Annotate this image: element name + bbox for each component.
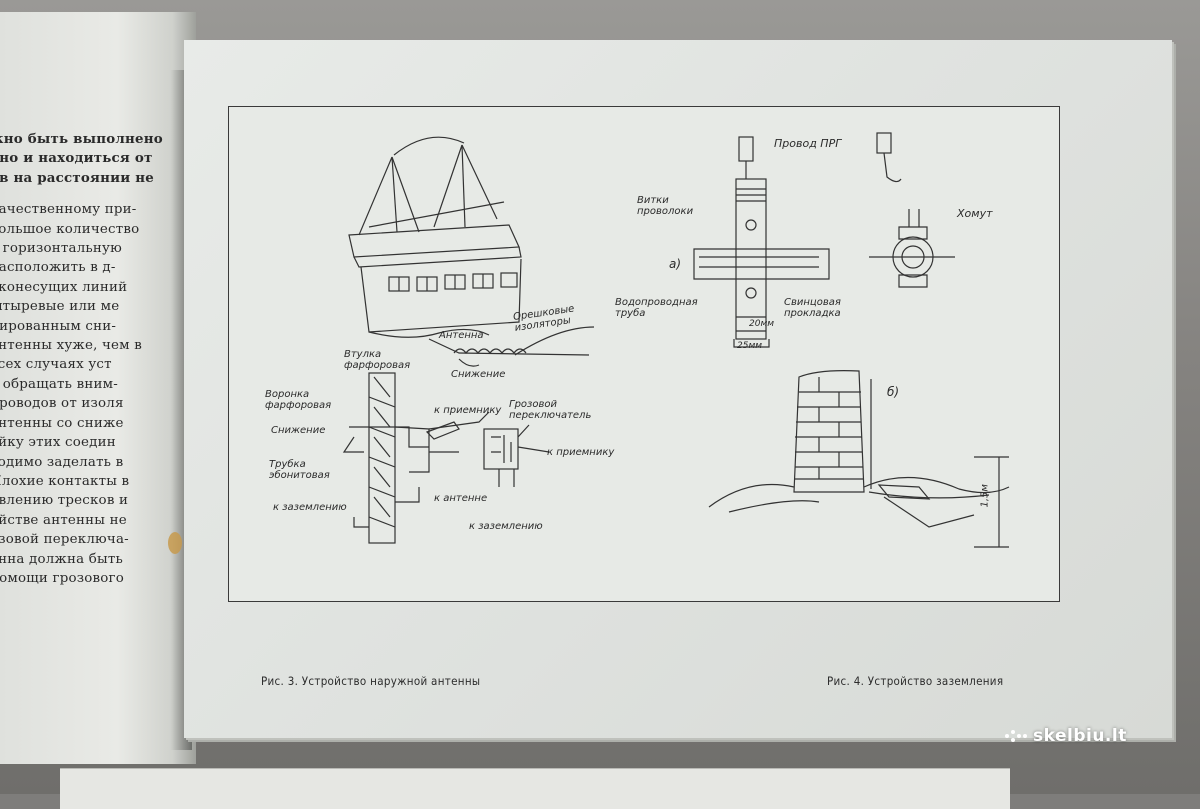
text-line: явлению тресков и <box>0 493 129 509</box>
bottom-sheet-edge <box>60 768 1010 809</box>
text-line: енна должна быть <box>0 551 123 567</box>
label-variant-a: а) <box>669 257 682 271</box>
watermark: skelbiu.lt <box>1005 726 1127 746</box>
label-porcelain-funnel: Воронка фарфоровая <box>265 389 332 411</box>
label-depth: 1,5м <box>979 484 991 508</box>
label-to-receiver: к приемнику <box>434 405 502 416</box>
label-to-ground-2: к заземлению <box>469 521 543 532</box>
text-line: расположить в д- <box>0 260 116 276</box>
text-line: а горизонтальную <box>0 241 122 257</box>
text-line: антенны со сниже <box>0 415 124 431</box>
text-line: жно быть выполнено <box>0 131 163 147</box>
ground-pipe-drawing <box>693 132 955 348</box>
text-line: всех случаях уст <box>0 357 112 373</box>
house-drawing <box>348 136 522 338</box>
insulator-chain <box>428 326 595 367</box>
text-line: помощи грозового <box>0 570 124 586</box>
label-to-receiver-2: к приемнику <box>547 447 615 458</box>
figure-frame: Орешковые изоляторы Антенна Снижение Вту… <box>228 106 1060 688</box>
left-page-text: жно быть выполнено ьно и находиться от о… <box>0 130 190 588</box>
text-line: ойстве антенны не <box>0 512 127 528</box>
text-line: оконесущих линий <box>0 279 128 295</box>
watermark-logo-icon <box>1005 728 1027 744</box>
label-dim-20: 20мм <box>749 319 775 329</box>
label-to-ground: к заземлению <box>273 502 347 513</box>
label-wire: Провод ПРГ <box>774 137 842 150</box>
binding-hole <box>168 532 182 554</box>
text-line: ов на расстоянии не <box>0 169 154 186</box>
label-antenna: Антенна <box>439 330 484 341</box>
label-porcelain-tube: Втулка фарфоровая <box>344 349 411 371</box>
label-ebonite-tube: Трубка эбонитовая <box>269 459 330 481</box>
text-line: нированным сни- <box>0 318 117 334</box>
left-page: жно быть выполнено ьно и находиться от о… <box>0 12 196 764</box>
label-downlead-2: Снижение <box>271 425 326 436</box>
caption-figure-3: Рис. 3. Устройство наружной антенны <box>261 674 481 688</box>
label-to-antenna: к антенне <box>434 493 488 504</box>
text-line: айку этих соедин <box>0 435 116 451</box>
label-wire-turns: Витки проволоки <box>637 195 694 217</box>
text-line: озовой переключа- <box>0 532 129 548</box>
text-line: ьно и находиться от <box>0 150 153 167</box>
text-line: проводов от изоля <box>0 396 124 412</box>
text-line: большое количество <box>0 221 140 237</box>
text-line: качественному при- <box>0 202 137 218</box>
text-line: штыревые или ме <box>0 299 120 315</box>
label-downlead: Снижение <box>451 369 506 380</box>
watermark-text: skelbiu.lt <box>1033 726 1127 746</box>
label-lightning-switch: Грозовой переключатель <box>509 399 592 421</box>
text-line: антенны хуже, чем в <box>0 338 142 354</box>
figure-drawings <box>342 132 1010 548</box>
ground-wall-drawing <box>708 370 1010 548</box>
label-water-pipe: Водопроводная труба <box>615 297 698 319</box>
label-variant-b: б) <box>887 385 900 399</box>
text-line: ходимо заделать в <box>0 454 124 470</box>
caption-figure-4: Рис. 4. Устройство заземления <box>827 674 1004 688</box>
lead-in-drawing <box>342 372 550 544</box>
text-line: Плохие контакты в <box>0 473 130 489</box>
label-clamp: Хомут <box>957 207 993 220</box>
label-dim-25: 25мм <box>737 341 763 351</box>
label-lead-solder: Свинцовая прокладка <box>784 297 841 319</box>
text-line: о обращать вним- <box>0 376 118 392</box>
